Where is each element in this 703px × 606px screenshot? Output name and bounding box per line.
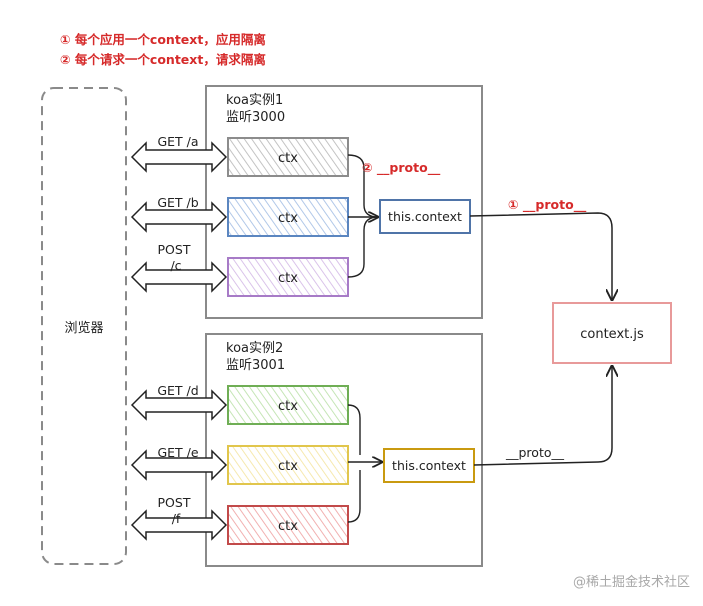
instance-1-port: 监听3000: [226, 110, 285, 125]
watermark: @稀土掘金技术社区: [573, 574, 690, 590]
ctx-box-1-2: ctx: [227, 197, 349, 237]
ctx-label: ctx: [278, 211, 298, 226]
request-label-line2: /f: [172, 511, 181, 526]
ctx-to-this-context-connectors-1: [347, 154, 378, 278]
app-proto-label: ① __proto__: [508, 197, 587, 213]
instance-2-port: 监听3001: [226, 358, 285, 373]
ctx-box-1-3: ctx: [227, 257, 349, 297]
request-arrow-get-a: GET /a: [130, 134, 228, 173]
request-label: GET /a: [157, 134, 198, 149]
ctx-label: ctx: [278, 399, 298, 414]
ctx-box-1-1: ctx: [227, 137, 349, 177]
this-context-label-2: this.context: [392, 458, 466, 473]
note-app-isolation: ① 每个应用一个context，应用隔离: [60, 32, 266, 47]
koa-instance-1-box: [205, 85, 483, 319]
this-context-label-1: this.context: [388, 209, 462, 224]
ctx-box-2-3: ctx: [227, 505, 349, 545]
koa-instance-2-box: [205, 333, 483, 567]
request-label: GET /d: [157, 383, 198, 398]
this-context-box-1: [379, 199, 471, 234]
ctx-box-2-2: ctx: [227, 445, 349, 485]
request-arrow-get-d: GET /d: [130, 383, 228, 421]
note-request-isolation: ② 每个请求一个context，请求隔离: [60, 52, 266, 67]
request-label: POST: [158, 495, 191, 510]
request-label: POST: [158, 242, 191, 257]
ctx-to-this-context-connectors-2: [347, 404, 382, 523]
request-arrow-post-c: POST /c: [130, 242, 228, 293]
instance-1-title: koa实例1: [226, 93, 283, 108]
request-arrow-get-b: GET /b: [130, 195, 228, 233]
ctx-label: ctx: [278, 151, 298, 166]
ctx-label: ctx: [278, 459, 298, 474]
browser-label: 浏览器: [64, 320, 103, 336]
browser-box: [41, 87, 127, 565]
request-arrow-post-f: POST /f: [130, 495, 228, 541]
instance-2-title: koa实例2: [226, 341, 283, 356]
ctx-box-2-1: ctx: [227, 385, 349, 425]
request-label-line2: /c: [170, 258, 181, 273]
request-label: GET /b: [157, 195, 198, 210]
proto-label-instance-2: __proto__: [505, 445, 565, 460]
ctx-label: ctx: [278, 271, 298, 286]
proto-arrow-instance-1: [469, 212, 612, 300]
request-arrow-get-e: GET /e: [130, 445, 228, 481]
this-context-box-2: [383, 448, 475, 483]
proto-arrow-instance-2: [473, 366, 612, 466]
context-js-box: [552, 302, 672, 364]
request-proto-label: ② __proto__: [362, 160, 441, 176]
context-js-label: context.js: [580, 327, 644, 342]
ctx-label: ctx: [278, 519, 298, 534]
request-label: GET /e: [157, 445, 198, 460]
